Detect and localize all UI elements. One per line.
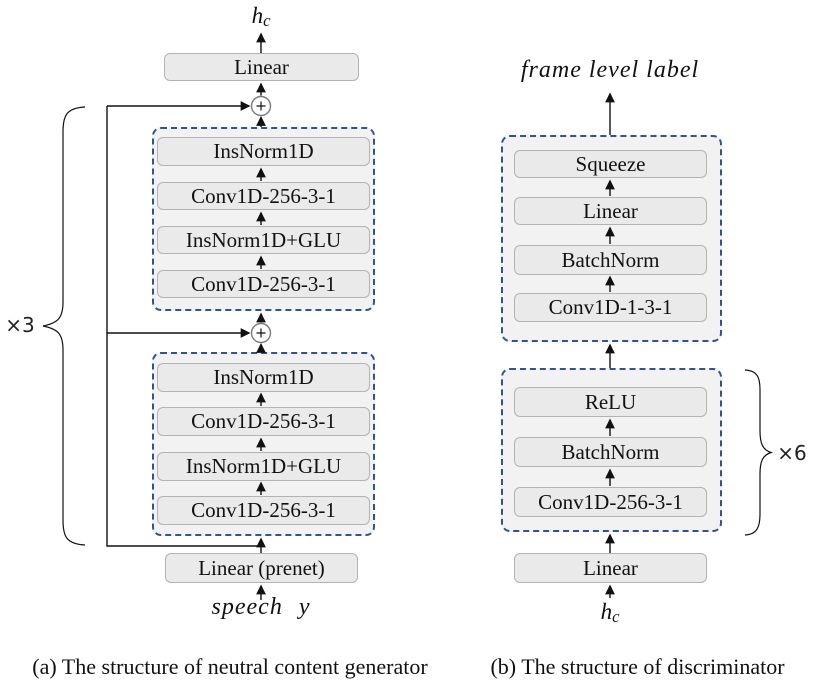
layer-box-batchnorm: BatchNorm [514,437,707,467]
repeat-count-x6: ×6 [777,441,807,465]
layer-box-batchnorm: BatchNorm [514,245,707,275]
hc-var: h [251,3,264,28]
y-var: y [298,593,311,620]
layer-box-conv1d: Conv1D-256-3-1 [514,487,707,517]
layer-box-conv1d: Conv1D-256-3-1 [157,270,370,298]
speech-word: speech [211,593,283,620]
layer-box-conv1d: Conv1D-256-3-1 [157,182,370,210]
layer-box-squeeze: Squeeze [514,150,707,178]
caption-b: (b) The structure of discriminator [490,654,785,679]
left-brace-x3 [42,106,86,546]
layer-box-relu: ReLU [514,387,707,417]
layer-box-linear-prenet: Linear (prenet) [165,553,358,583]
layer-box-conv1d-1-3-1: Conv1D-1-3-1 [514,293,707,322]
layer-box-insnorm1d-glu: InsNorm1D+GLU [157,452,370,481]
layer-box-conv1d: Conv1D-256-3-1 [157,407,370,436]
hc-var: h [600,599,613,624]
layer-box-insnorm1d: InsNorm1D [157,363,370,392]
layer-box-linear: Linear [514,197,707,225]
layer-box-insnorm1d: InsNorm1D [157,137,370,166]
discriminator-output-label: frame level label [520,56,700,83]
right-brace-x6 [744,369,774,536]
layer-box-insnorm1d-glu: InsNorm1D+GLU [157,226,370,254]
caption-a: (a) The structure of neutral content gen… [32,654,428,679]
repeat-count-x3: ×3 [5,313,35,337]
layer-box-linear-top: Linear [164,53,359,81]
layer-box-conv1d: Conv1D-256-3-1 [157,496,370,525]
layer-box-linear-bottom: Linear [514,553,707,583]
